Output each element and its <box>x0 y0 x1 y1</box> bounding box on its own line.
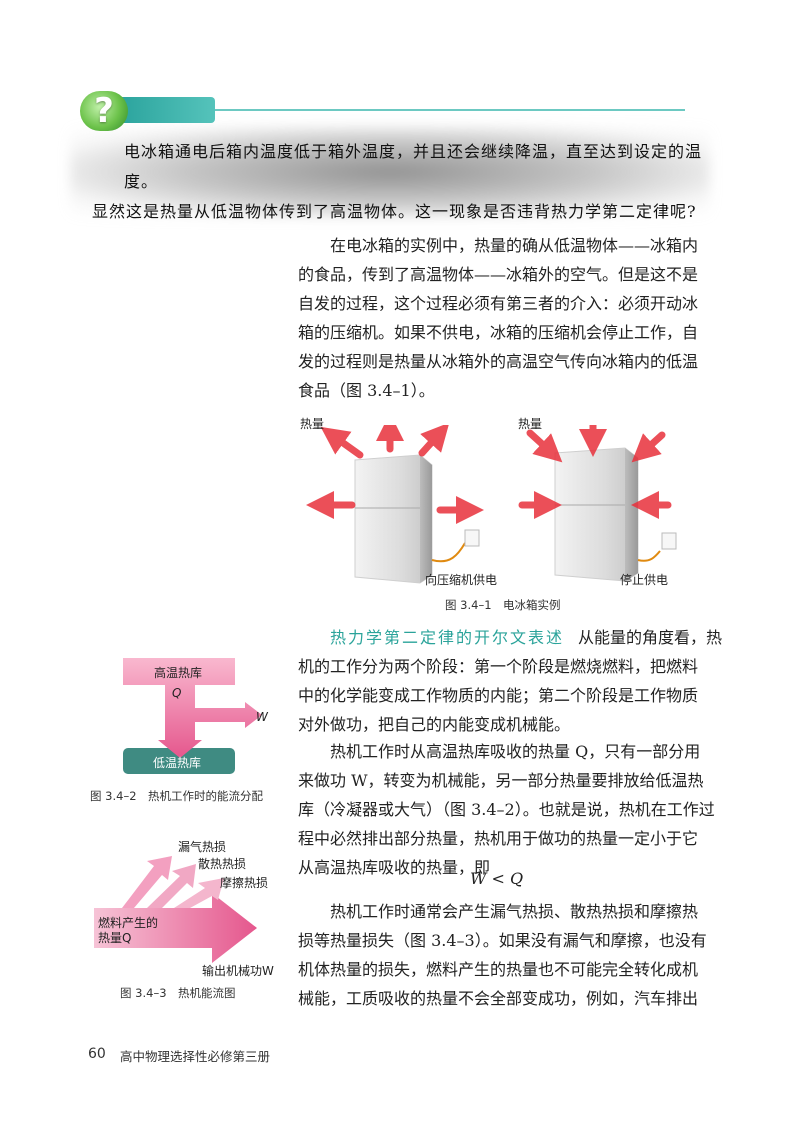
text-line: 热机工作时从高温热库吸收的热量 Q，只有一部分用 <box>330 742 701 761</box>
paragraph-heat-engine: 热机工作时从高温热库吸收的热量 Q，只有一部分用 来做功 W，转变为机械能，另一… <box>298 737 718 882</box>
book-title: 高中物理选择性必修第三册 <box>120 1049 271 1064</box>
question-icon: ? <box>80 91 128 131</box>
text-line: 对外做功，把自己的内能变成机械能。 <box>298 715 571 734</box>
fridge-left <box>354 454 480 584</box>
fridge-illustration <box>306 413 677 584</box>
paragraph-losses: 热机工作时通常会产生漏气热损、散热热损和摩擦热 损等热量损失（图 3.4–3）。… <box>298 897 718 1013</box>
text-line: 发的过程则是热量从冰箱外的高温空气传向冰箱内的低温 <box>298 352 699 371</box>
label-power-off: 停止供电 <box>620 573 669 587</box>
heat-label-left: 热量 <box>300 417 325 431</box>
leak-loss-arrow <box>122 856 172 908</box>
leak-loss-label: 漏气热损 <box>178 840 227 854</box>
friction-loss-label: 摩擦热损 <box>220 876 269 890</box>
dissipation-loss-label: 散热热损 <box>198 857 247 871</box>
hot-reservoir-flow <box>123 658 262 758</box>
heat-arrows-in <box>518 421 672 519</box>
heat-label-right: 热量 <box>518 417 543 431</box>
heat-engine-flow-diagram <box>94 856 257 963</box>
text-line: 自发的过程，这个过程必须有第三者的介入：必须开动冰 <box>298 294 699 313</box>
text-line: 械能，工质吸收的热量不会全部变成功，例如，汽车排出 <box>298 989 699 1008</box>
text-line: 机体热量的损失，燃料产生的热量也不可能完全转化成机 <box>298 960 699 979</box>
section-title: 热力学第二定律的开尔文表述 <box>330 628 565 647</box>
heat-arrows-out <box>306 413 484 524</box>
fuel-heat-label-1: 燃料产生的 <box>98 916 159 930</box>
figure-caption-341: 图 3.4–1 电冰箱实例 <box>445 598 561 612</box>
hot-reservoir-label: 高温热库 <box>154 666 203 680</box>
energy-flow-diagram <box>123 658 262 774</box>
question-line-1: 电冰箱通电后箱内温度低于箱外温度，并且还会继续降温，直至达到设定的温度。 <box>124 142 703 191</box>
figure-caption-342: 图 3.4–2 热机工作时的能流分配 <box>90 789 264 803</box>
formula-w-less-q: W < Q <box>470 869 524 888</box>
question-text: 电冰箱通电后箱内温度低于箱外温度，并且还会继续降温，直至达到设定的温度。 显然这… <box>92 137 712 227</box>
text-line: 在电冰箱的实例中，热量的确从低温物体——冰箱内 <box>330 236 699 255</box>
cold-reservoir <box>123 748 235 774</box>
text-line: 库（冷凝器或大气）（图 3.4–2）。也就是说，热机在工作过 <box>298 800 715 819</box>
text-line: 热力学第二定律的开尔文表述从能量的角度看，热 <box>298 623 722 652</box>
text-line: 箱的压缩机。如果不供电，冰箱的压缩机会停止工作，自 <box>298 323 699 342</box>
text-line: 从高温热库吸收的热量，即 <box>298 858 491 877</box>
figure-heat-engine-flow: 漏气热损 散热热损 摩擦热损 燃料产生的 热量Q 输出机械功W <box>92 838 282 978</box>
fuel-heat-label-2: 热量Q <box>98 931 132 945</box>
figure-energy-flow: 高温热库 Q W 低温热库 <box>120 655 280 780</box>
label-power-on: 向压缩机供电 <box>425 573 498 587</box>
page-number: 60 <box>88 1046 106 1062</box>
main-flow-arrow <box>94 893 257 963</box>
output-work-label: 输出机械功W <box>202 964 274 978</box>
section-first-line-rest: 从能量的角度看，热 <box>578 628 723 647</box>
banner-rule <box>215 109 685 111</box>
paragraph-kelvin: 热力学第二定律的开尔文表述从能量的角度看，热 机的工作分为两个阶段：第一个阶段是… <box>298 623 722 739</box>
text-line: 热机工作时通常会产生漏气热损、散热热损和摩擦热 <box>330 902 699 921</box>
text-line: 程中必然排出部分热量，热机用于做功的热量一定小于它 <box>298 829 699 848</box>
figure-fridge: 热量 热量 向压缩机供电 停止供电 <box>290 413 720 620</box>
q-label: Q <box>172 686 182 700</box>
text-line: 食品（图 3.4–1）。 <box>298 381 435 400</box>
question-line-2: 显然这是热量从低温物体传到了高温物体。这一现象是否违背热力学第二定律呢? <box>92 202 697 221</box>
text-line: 中的化学能变成工作物质的内能；第二个阶段是工作物质 <box>298 686 699 705</box>
banner-shadow <box>70 127 710 217</box>
fridge-right <box>554 447 677 582</box>
cold-reservoir-label: 低温热库 <box>153 756 202 770</box>
paragraph-fridge: 在电冰箱的实例中，热量的确从低温物体——冰箱内 的食品，传到了高温物体——冰箱外… <box>298 231 718 405</box>
question-banner: ? 电冰箱通电后箱内温度低于箱外温度，并且还会继续降温，直至达到设定的温度。 显… <box>0 91 800 227</box>
text-line: 损等热量损失（图 3.4–3）。如果没有漏气和摩擦，也没有 <box>298 931 707 950</box>
text-line: 机的工作分为两个阶段：第一个阶段是燃烧燃料，把燃料 <box>298 657 699 676</box>
text-line: 的食品，传到了高温物体——冰箱外的空气。但是这不是 <box>298 265 699 284</box>
friction-loss-arrow <box>174 878 224 908</box>
figure-caption-343: 图 3.4–3 热机能流图 <box>120 986 236 1000</box>
dissipation-loss-arrow <box>147 864 196 908</box>
text-line: 来做功 W，转变为机械能，另一部分热量要排放给低温热 <box>298 771 704 790</box>
w-label: W <box>256 710 268 724</box>
